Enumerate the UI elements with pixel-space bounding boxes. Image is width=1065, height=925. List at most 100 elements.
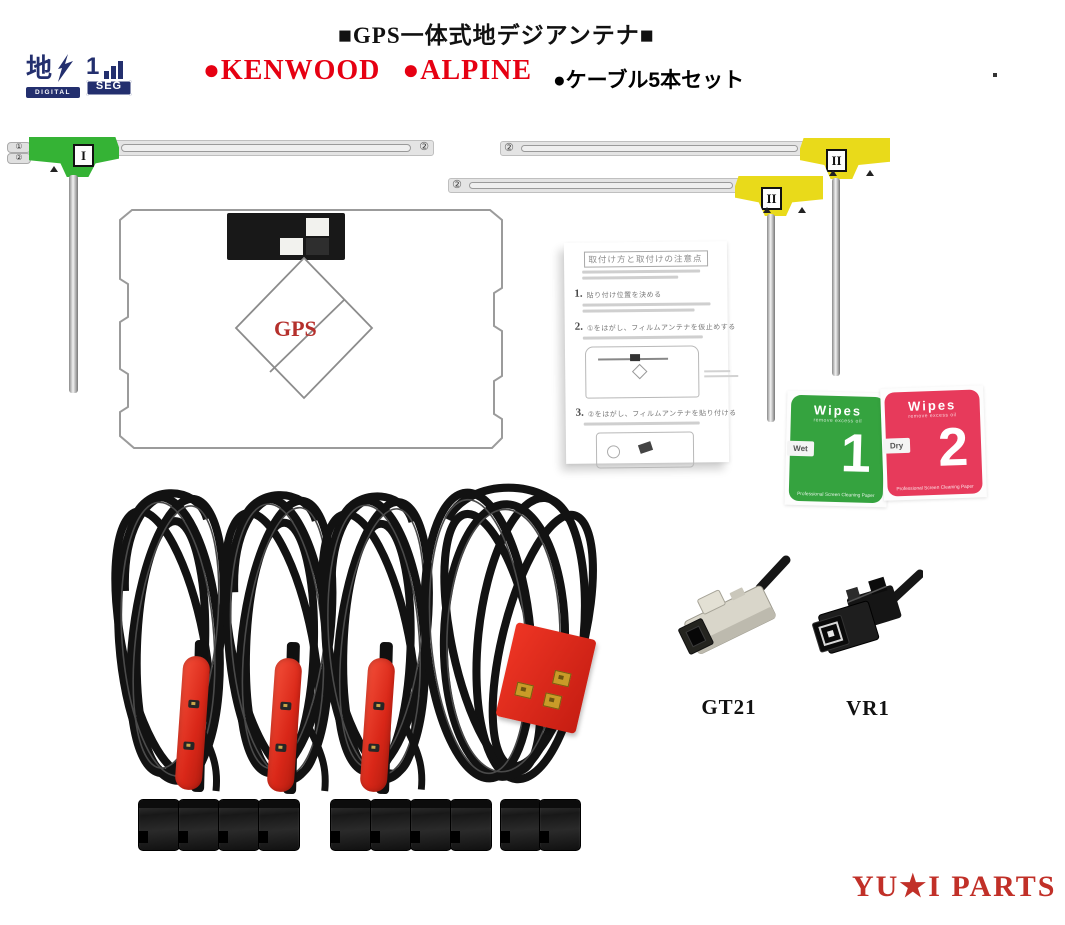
wipes-footer: Professional Screen Cleaning Paper	[797, 491, 875, 499]
yellow-upper-element	[521, 145, 798, 152]
step-number: 3.	[575, 406, 584, 419]
contact-point	[188, 699, 200, 709]
wipes-title: Wipes	[813, 402, 863, 419]
green-antenna-tab-2: ②	[7, 153, 31, 164]
instruction-sheet: 取付け方と取付けの注意点 1. 貼り付け位置を決める 2. ①をはがし、フィルム…	[563, 241, 739, 469]
step-text: ①をはがし、フィルムアンテナを仮止めする	[586, 324, 736, 333]
film-terminal-connector-3	[359, 641, 401, 795]
green-antenna-arm: ②	[110, 140, 434, 156]
chideji-logo-top: 地	[26, 53, 80, 87]
dry-tab: Dry	[882, 437, 911, 454]
cable-clip	[138, 799, 180, 851]
gps-film-antenna: GPS	[119, 209, 503, 449]
contact-point	[275, 743, 287, 753]
connector-red-pad	[174, 655, 211, 791]
gold-contact	[551, 669, 572, 688]
image-speck	[993, 73, 997, 77]
wipes-footer: Professional Screen Cleaning Paper	[896, 484, 974, 493]
yellow-upper-stem	[832, 178, 840, 376]
yellow-lower-arm-end-number: ②	[452, 179, 462, 191]
dry-wipe-face: Wipes remove excess oil 2 Dry Profession…	[882, 389, 983, 497]
wipes-number: 2	[937, 416, 970, 478]
wipes-number: 1	[840, 423, 872, 484]
yellow-upper-mark: II	[826, 149, 847, 172]
cable-clip	[218, 799, 260, 851]
alignment-triangle	[50, 166, 58, 172]
yellow-upper-arm: ②	[500, 141, 807, 156]
oneseg-number: 1	[86, 53, 100, 80]
gold-contact	[542, 692, 563, 710]
gps-contact-patch	[227, 213, 345, 260]
chideji-digital-logo: 地 DIGITAL	[26, 53, 80, 101]
cable-clip	[370, 799, 412, 851]
diagram-note-line	[704, 375, 739, 378]
cable-clip	[539, 799, 581, 851]
cable-clip	[500, 799, 542, 851]
brand-kenwood: ●KENWOOD	[203, 55, 381, 86]
step-number: 1.	[574, 287, 583, 300]
lightning-icon	[58, 54, 74, 82]
yellow-lower-mark: II	[761, 187, 782, 210]
contact-point	[373, 701, 385, 711]
film-terminal-connector-1	[174, 639, 216, 793]
alignment-triangle	[798, 207, 806, 213]
brand-alpine: ●ALPINE	[402, 55, 533, 86]
cable-clip	[178, 799, 220, 851]
contact-point	[280, 701, 292, 711]
step-text: 貼り付け位置を決める	[586, 291, 662, 300]
fine-print-line	[583, 421, 700, 426]
connector-red-pad	[359, 657, 396, 793]
vr1-connector	[812, 569, 923, 654]
dry-wipe-packet: Wipes remove excess oil 2 Dry Profession…	[880, 385, 987, 501]
seg-label: SEG	[86, 80, 132, 96]
cable-clip	[330, 799, 372, 851]
cable-clip	[258, 799, 300, 851]
chideji-kanji: 地	[26, 53, 53, 83]
fine-print-line	[582, 302, 711, 307]
alignment-triangle	[829, 170, 837, 176]
gt21-label: GT21	[701, 695, 757, 719]
oneseg-logo: 1 SEG	[86, 55, 132, 97]
gps-label: GPS	[274, 316, 317, 341]
vr1-body	[812, 576, 902, 654]
cable-coil-4	[420, 483, 597, 784]
yellow-lower-arm: ②	[448, 178, 742, 193]
shop-watermark: YU★I PARTS	[852, 870, 1057, 903]
digital-label: DIGITAL	[26, 87, 80, 98]
diagram-film-piece	[637, 441, 654, 454]
diagram-diamond	[631, 363, 648, 380]
peel-diagram	[595, 431, 695, 469]
yellow-upper-arm-end-number: ②	[504, 142, 514, 154]
connector-red-pad	[266, 657, 303, 793]
alignment-triangle	[763, 207, 771, 213]
wet-wipe-packet: Wipes remove excess oil 1 Wet Profession…	[784, 390, 890, 508]
instruction-title: 取付け方と取付けの注意点	[583, 250, 708, 268]
vr1-label: VR1	[846, 696, 890, 720]
diagram-note-line	[704, 370, 731, 373]
fine-print-line	[582, 335, 703, 340]
cable-clip	[410, 799, 452, 851]
yellow-lower-element	[469, 182, 733, 189]
green-antenna-body: I	[29, 137, 119, 177]
step-number: 2.	[574, 320, 584, 333]
yellow-upper-body: II	[800, 138, 890, 179]
brand-row: ●KENWOOD ●ALPINE	[203, 55, 532, 87]
contact-point	[368, 743, 380, 753]
wet-wipe-face: Wipes remove excess oil 1 Wet Profession…	[786, 394, 886, 504]
cable-clip	[450, 799, 492, 851]
page-title: ■GPS一体式地デジアンテナ■	[338, 23, 655, 48]
gt21-connector	[678, 555, 791, 655]
green-antenna-mark: I	[73, 144, 94, 167]
cable-set-label: ●ケーブル5本セット	[553, 69, 745, 92]
gps-diamond	[234, 256, 374, 400]
gold-contact	[514, 681, 535, 700]
instruction-step-1: 1. 貼り付け位置を決める	[574, 286, 727, 301]
signal-bars-icon	[102, 61, 124, 79]
diagram-circle	[606, 445, 621, 459]
windshield-diagram	[584, 345, 739, 399]
instruction-step-3: 3. ②をはがし、フィルムアンテナを貼り付ける	[575, 405, 737, 420]
green-antenna-element	[121, 144, 411, 152]
fine-print-line	[582, 269, 701, 274]
wet-tab: Wet	[786, 440, 815, 457]
